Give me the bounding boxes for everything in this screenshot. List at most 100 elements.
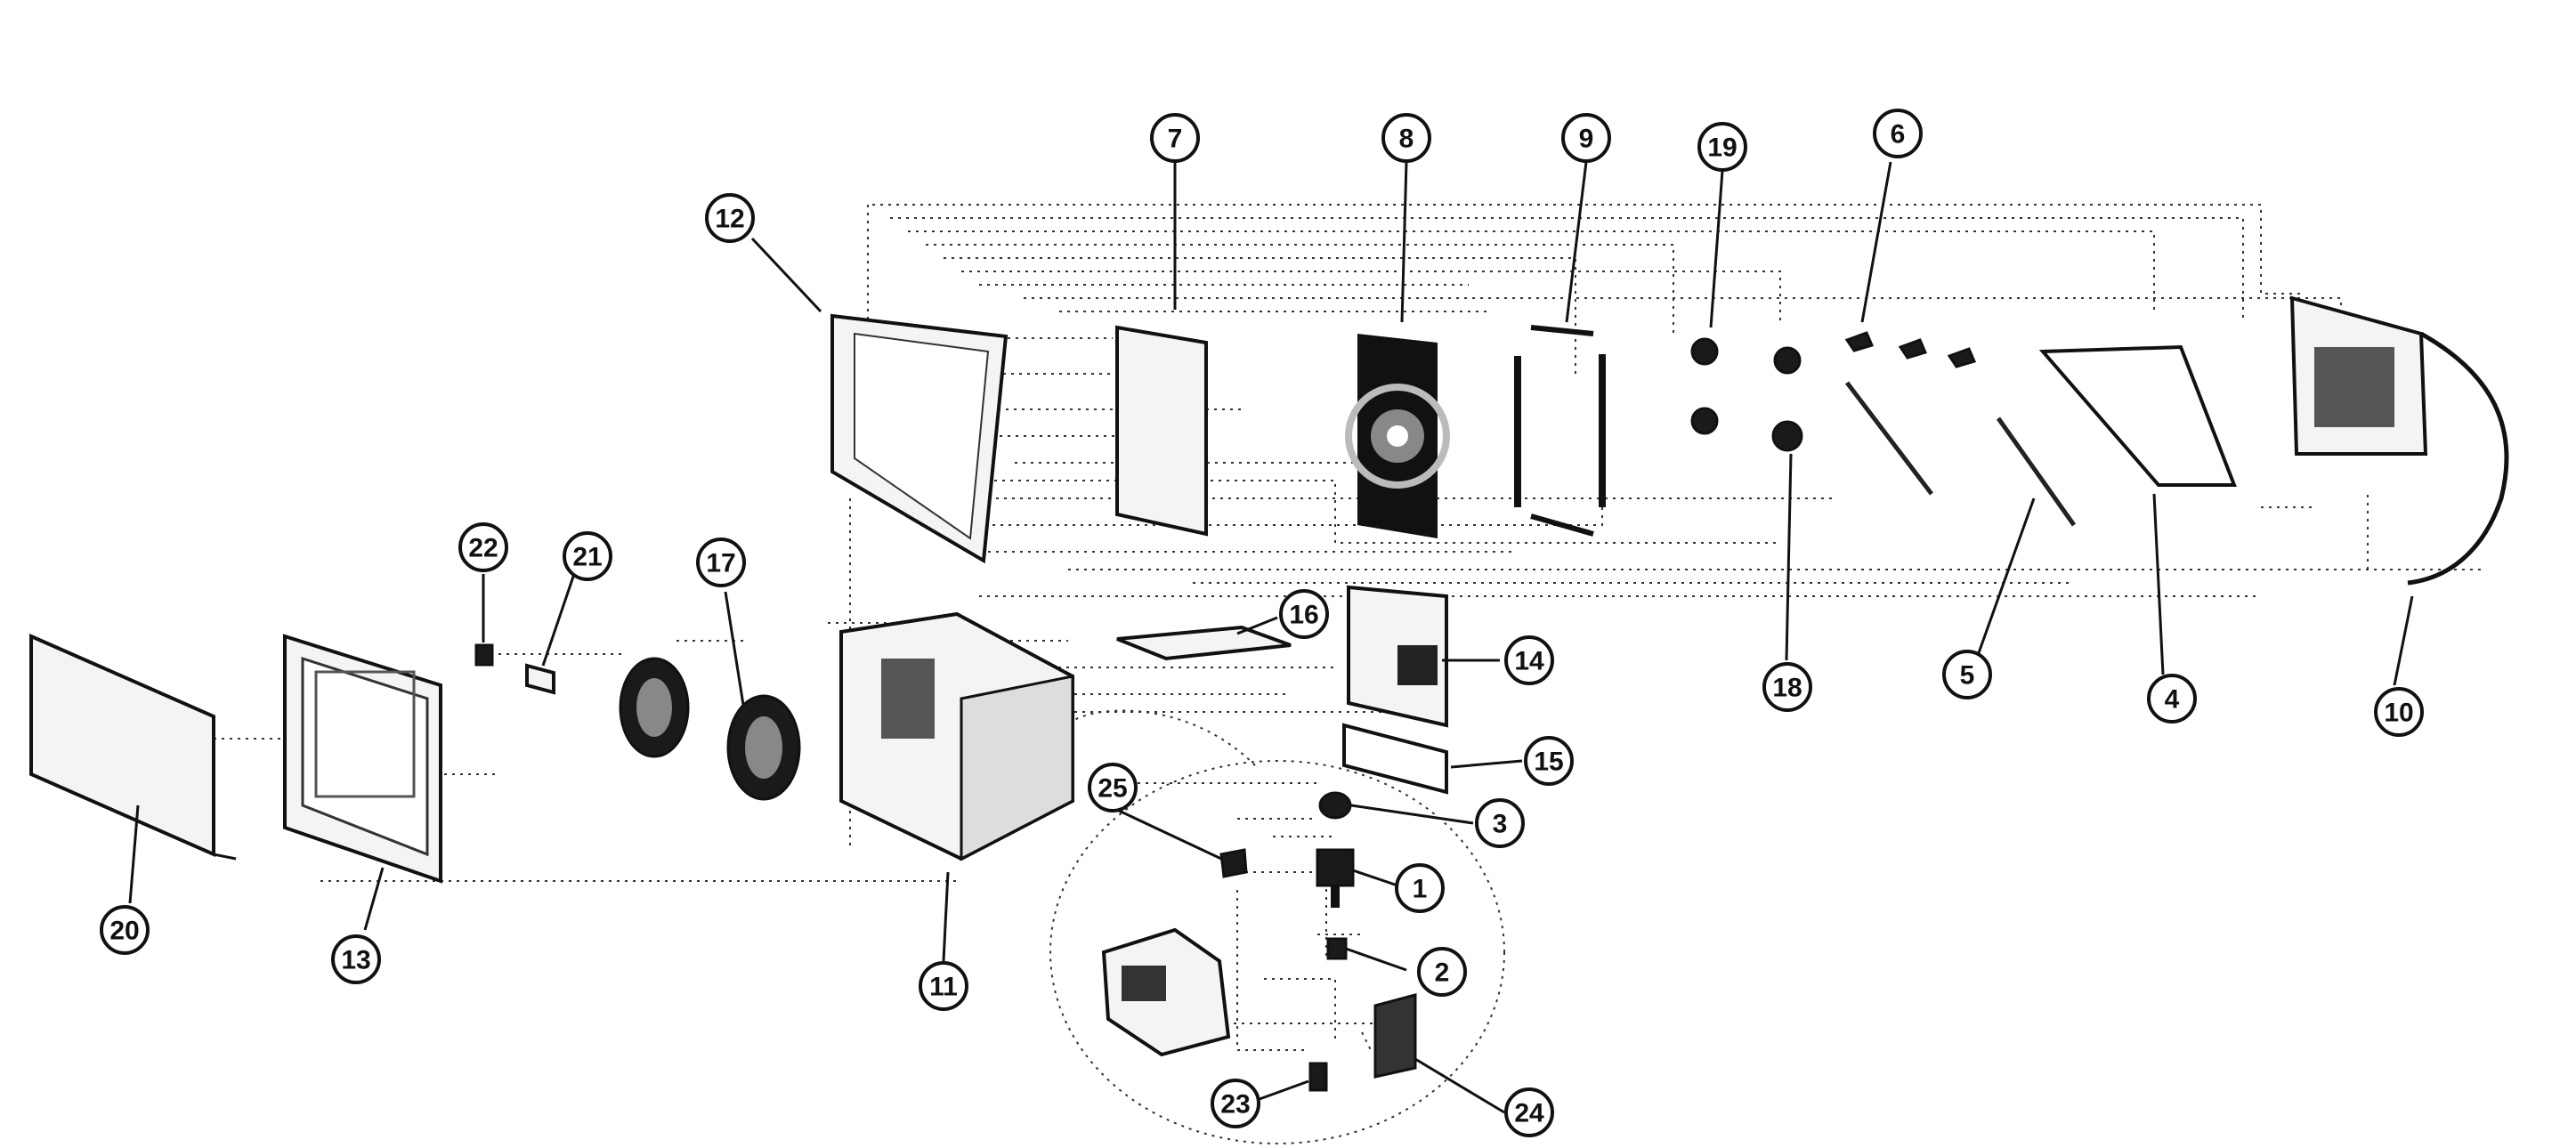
part-1-switch [1316, 848, 1355, 908]
callout-circle [696, 538, 746, 587]
callout-25: 25 [1088, 763, 1138, 812]
callout-circle [919, 961, 968, 1011]
callout-circle [331, 934, 381, 984]
part-shapes [29, 295, 2509, 1092]
part-11-cabinet [839, 611, 1074, 861]
callout-circle [1088, 763, 1138, 812]
callout-label: 22 [468, 534, 498, 563]
callout-circle [1561, 113, 1611, 163]
part-2-clip [1326, 937, 1348, 960]
callout-circle [1150, 113, 1200, 163]
part-3-knob [1318, 791, 1352, 820]
callout-circle [458, 522, 508, 572]
callout-circle [1279, 589, 1329, 639]
part-5-mirror-bracket [1996, 416, 2077, 527]
callout-label: 16 [1289, 601, 1318, 630]
callout-10: 10 [2374, 687, 2424, 737]
callout-label: 1 [1413, 875, 1428, 904]
callout-circle [1942, 650, 1992, 699]
callout-label: 10 [2384, 699, 2413, 728]
part-6-bracket-2 [1898, 338, 1928, 360]
callout-21: 21 [563, 531, 612, 581]
part-18-lens-upper [1773, 346, 1802, 375]
callout-17: 17 [696, 538, 746, 587]
callout-label: 2 [1435, 958, 1450, 988]
part-power-block [1101, 927, 1231, 1057]
callout-circle [1697, 122, 1747, 172]
part-10-rear-cabinet [2289, 295, 2509, 586]
callout-circle [100, 905, 150, 955]
part-speaker-left [619, 657, 690, 758]
part-19-lens-lower [1690, 407, 1719, 435]
part-6-bracket-1 [1844, 331, 1875, 352]
callout-3: 3 [1475, 798, 1525, 848]
callout-11: 11 [919, 961, 968, 1011]
leader-lines [128, 161, 2414, 1114]
callout-5: 5 [1942, 650, 1992, 699]
part-8-lenticular-screen [1345, 334, 1450, 538]
callout-19: 19 [1697, 122, 1747, 172]
callout-label: 9 [1579, 125, 1594, 154]
callout-7: 7 [1150, 113, 1200, 163]
callout-label: 20 [109, 917, 139, 946]
callout-label: 23 [1220, 1090, 1250, 1120]
callout-label: 17 [706, 549, 735, 578]
callout-label: 12 [715, 205, 744, 234]
callout-14: 14 [1504, 635, 1554, 685]
callout-22: 22 [458, 522, 508, 572]
callout-label: 14 [1514, 647, 1544, 676]
callout-24: 24 [1504, 1087, 1554, 1137]
part-14-pcb [1347, 585, 1448, 728]
callout-circle [1524, 736, 1574, 786]
callout-label: 4 [2165, 685, 2180, 715]
callout-label: 7 [1168, 125, 1183, 154]
callout-label: 15 [1534, 748, 1563, 777]
part-16-board [1116, 625, 1292, 661]
callout-circle [1504, 1087, 1554, 1137]
part-22-clip [474, 643, 494, 667]
callout-8: 8 [1381, 113, 1431, 163]
part-12-screen-frame [830, 313, 1009, 564]
part-20-front-panel [29, 633, 215, 858]
callout-label: 24 [1514, 1099, 1544, 1128]
callout-label: 6 [1891, 120, 1906, 150]
callout-15: 15 [1524, 736, 1574, 786]
part-9-screen-frame-bars [1514, 325, 1606, 537]
callout-circle [1211, 1079, 1260, 1128]
callout-label: 5 [1960, 661, 1975, 691]
callout-label: 3 [1493, 810, 1508, 839]
callout-2: 2 [1417, 947, 1467, 997]
part-21-bracket [525, 663, 555, 695]
callout-13: 13 [331, 934, 381, 984]
callout-circle [1504, 635, 1554, 685]
callout-4: 4 [2147, 674, 2197, 724]
callout-18: 18 [1762, 662, 1812, 712]
part-25-connector [1219, 848, 1248, 878]
callout-1: 1 [1395, 863, 1445, 913]
callout-label: 25 [1098, 774, 1127, 804]
callout-circle [1417, 947, 1467, 997]
part-23-clip [1308, 1062, 1328, 1092]
part-19-lens-upper [1690, 337, 1719, 366]
part-mirror-rail [1845, 381, 1933, 496]
callout-12: 12 [705, 193, 755, 243]
callout-circle [1475, 798, 1525, 848]
callout-circle [2147, 674, 2197, 724]
part-17-speaker [726, 694, 801, 801]
part-7-fresnel [1115, 325, 1208, 537]
callout-circle [563, 531, 612, 581]
callout-circle [1395, 863, 1445, 913]
callout-label: 8 [1399, 125, 1414, 154]
callout-circle [1762, 662, 1812, 712]
callout-circle [2374, 687, 2424, 737]
callout-label: 19 [1707, 133, 1737, 163]
part-24-bracket [1373, 993, 1417, 1079]
callout-23: 23 [1211, 1079, 1260, 1128]
callout-circle [1873, 109, 1923, 158]
callout-9: 9 [1561, 113, 1611, 163]
part-13-front-frame [283, 634, 442, 884]
callout-label: 18 [1772, 674, 1802, 703]
